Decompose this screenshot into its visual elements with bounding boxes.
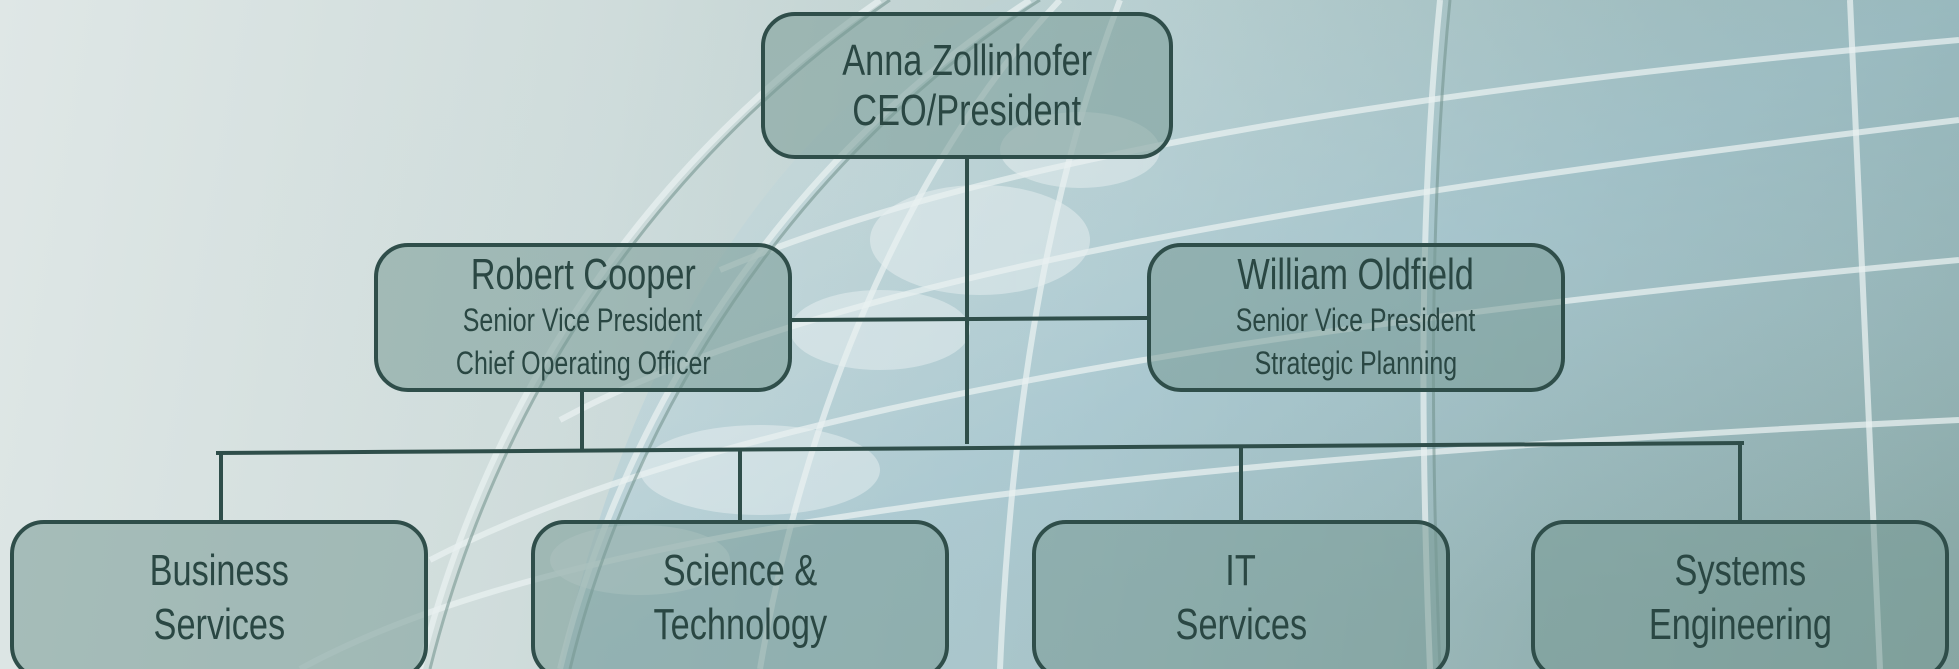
department-box-systems-engineering: Systems Engineering [1531, 520, 1949, 669]
vp-name: William Oldfield [1237, 249, 1475, 299]
vp-title-line1: Senior Vice President [1236, 301, 1476, 338]
department-line1: IT [1225, 546, 1257, 595]
department-line1: Systems [1674, 546, 1806, 595]
department-box-business-services: Business Services [10, 520, 428, 669]
department-line2: Services [153, 599, 285, 649]
department-line2: Technology [653, 599, 827, 649]
vp-box-robert-cooper: Robert Cooper Senior Vice President Chie… [374, 243, 792, 392]
department-line1: Science & [662, 546, 818, 595]
vp-name: Robert Cooper [470, 249, 696, 299]
department-box-it-services: IT Services [1032, 520, 1450, 669]
department-line2: Services [1175, 599, 1307, 649]
vp-title-line2: Chief Operating Officer [455, 345, 711, 382]
vp-title-line1: Senior Vice President [463, 301, 703, 338]
ceo-title: CEO/President [852, 85, 1082, 135]
department-line2: Engineering [1648, 599, 1832, 649]
ceo-box: Anna Zollinhofer CEO/President [761, 12, 1173, 159]
connector-dept-bar [215, 441, 1745, 455]
ceo-name: Anna Zollinhofer [842, 36, 1092, 86]
department-line1: Business [149, 546, 289, 595]
vp-title-line2: Strategic Planning [1254, 345, 1458, 382]
department-box-science-technology: Science & Technology [531, 520, 949, 669]
vp-box-william-oldfield: William Oldfield Senior Vice President S… [1147, 243, 1565, 392]
connector-vp-bar [791, 316, 1148, 322]
